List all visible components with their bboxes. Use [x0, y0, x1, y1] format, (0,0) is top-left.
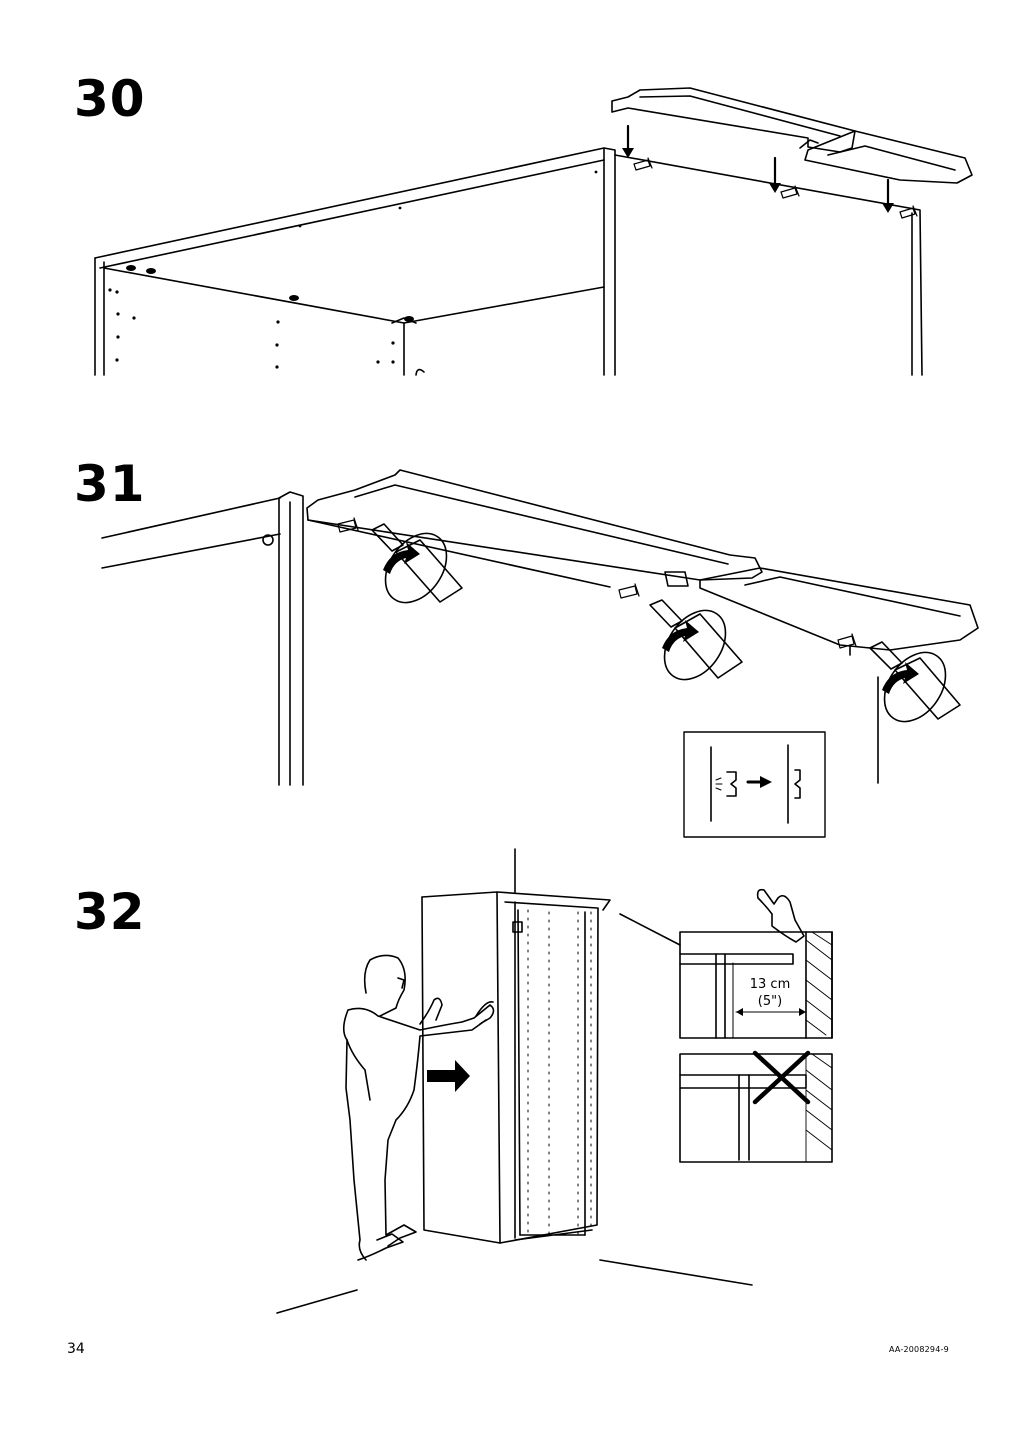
- measurement-metric: 13 cm: [749, 977, 791, 992]
- step-number-30: 30: [74, 70, 146, 128]
- step-31-illustration: [0, 440, 1012, 850]
- measurement-label: 13 cm (5"): [740, 976, 800, 1010]
- page-number: 34: [67, 1341, 85, 1357]
- step-number-32: 32: [74, 883, 146, 941]
- document-code: AA-2008294-9: [889, 1345, 949, 1354]
- step-30-illustration: [0, 0, 1012, 400]
- step-32-illustration: [0, 840, 1012, 1320]
- measurement-imperial: (5"): [757, 994, 783, 1009]
- step-number-31: 31: [74, 455, 146, 513]
